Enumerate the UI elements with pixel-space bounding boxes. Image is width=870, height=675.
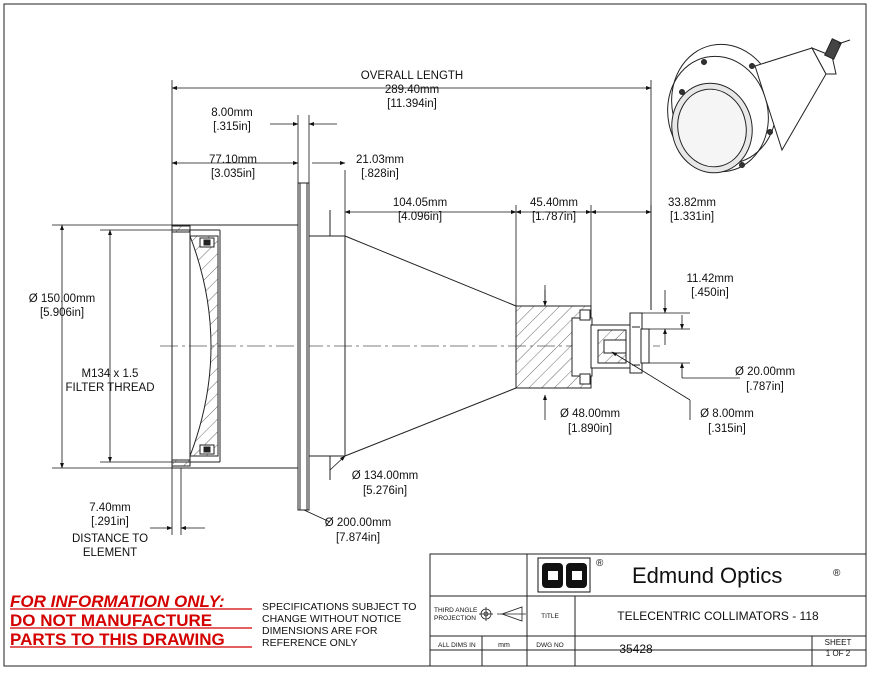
rear-block-mm: 45.40mm [530, 197, 578, 209]
bore-diameter-mm: Ø 8.00mm [700, 408, 754, 420]
front-length-mm: 77.10mm [209, 154, 257, 166]
sheet-label: SHEET [825, 638, 852, 647]
cone-diameter-mm: Ø 134.00mm [352, 470, 418, 482]
bore-diameter-in: [.315in] [708, 423, 746, 435]
distance-to-element-mm: 7.40mm [89, 502, 131, 514]
units-value: mm [498, 642, 510, 649]
cone-diameter-in: [5.276in] [363, 485, 407, 497]
filter-thread-spec: M134 x 1.5 [82, 368, 139, 380]
block-diameter-mm: Ø 48.00mm [560, 408, 620, 420]
title-label: TITLE [541, 613, 559, 620]
outer-diameter-mm: Ø 150.00mm [29, 293, 95, 305]
spec-line-2: CHANGE WITHOUT NOTICE [262, 613, 401, 625]
flange-to-cone-mm: 21.03mm [356, 154, 404, 166]
drawing-title: TELECENTRIC COLLIMATORS - 118 [617, 609, 819, 623]
front-length-in: [3.035in] [211, 168, 255, 180]
dimension-lines [52, 80, 740, 535]
block-diameter-in: [1.890in] [568, 423, 612, 435]
flange-to-cone-in: [.828in] [361, 168, 399, 180]
spec-line-1: SPECIFICATIONS SUBJECT TO [262, 601, 416, 613]
warning-line-1: FOR INFORMATION ONLY: [10, 592, 225, 611]
flange-diameter-in: [7.874in] [336, 532, 380, 544]
flange-thickness-mm: 8.00mm [211, 107, 253, 119]
warning-line-3: PARTS TO THIS DRAWING [10, 630, 225, 649]
outer-diameter-in: [5.906in] [40, 307, 84, 319]
company-registered-mark: ® [833, 568, 841, 579]
distance-to-element-in: [.291in] [91, 516, 129, 528]
spec-notice: SPECIFICATIONS SUBJECT TO CHANGE WITHOUT… [262, 601, 416, 649]
warning-line-2: DO NOT MANUFACTURE [10, 611, 212, 630]
stub-diameter-mm: Ø 20.00mm [735, 366, 795, 378]
stub-offset-in: [.450in] [691, 287, 729, 299]
cone-length-in: [4.096in] [398, 211, 442, 223]
overall-length-in: [11.394in] [387, 98, 437, 110]
overall-length-mm: 289.40mm [385, 84, 439, 96]
spec-line-4: REFERENCE ONLY [262, 637, 358, 649]
part-outline [160, 182, 660, 511]
units-label: ALL DIMS IN [438, 642, 476, 649]
dwg-no-value: 35428 [619, 642, 653, 656]
company-logo [537, 557, 591, 593]
cone-bottom [344, 387, 517, 457]
sheet-value: 1 OF 2 [826, 649, 851, 658]
overall-length-label: OVERALL LENGTH [361, 70, 463, 82]
flange-thickness-in: [.315in] [213, 121, 251, 133]
rear-stub-mm: 33.82mm [668, 197, 716, 209]
distance-to-element-line2: ELEMENT [83, 547, 137, 559]
dwg-no-label: DWG NO [536, 642, 563, 649]
isometric-view [667, 38, 851, 174]
flange-diameter-mm: Ø 200.00mm [325, 517, 391, 529]
spec-line-3: DIMENSIONS ARE FOR [262, 625, 378, 637]
filter-thread-label: FILTER THREAD [65, 382, 154, 394]
company-name: Edmund Optics [632, 563, 782, 588]
rear-block-in: [1.787in] [532, 211, 576, 223]
projection-label-1: THIRD ANGLE [434, 607, 478, 614]
manufacture-warning: FOR INFORMATION ONLY: DO NOT MANUFACTURE… [10, 592, 252, 649]
lens-element [189, 235, 219, 457]
logo-registered-mark: ® [596, 558, 604, 569]
third-angle-projection-symbol [479, 606, 526, 622]
rear-stub-in: [1.331in] [670, 211, 714, 223]
stub-diameter-in: [.787in] [746, 381, 784, 393]
dimension-labels: OVERALL LENGTH 289.40mm [11.394in] 8.00m… [29, 70, 795, 559]
cone-length-mm: 104.05mm [393, 197, 447, 209]
cone-top [344, 235, 517, 307]
title-block [429, 553, 867, 667]
projection-label-2: PROJECTION [434, 615, 476, 622]
distance-to-element-line1: DISTANCE TO [72, 533, 148, 545]
stub-offset-mm: 11.42mm [686, 273, 733, 285]
